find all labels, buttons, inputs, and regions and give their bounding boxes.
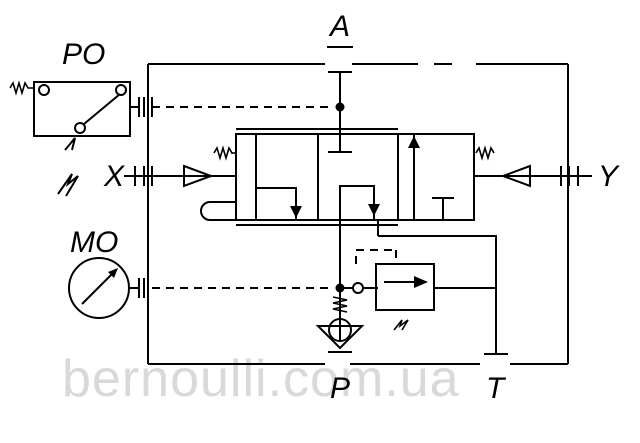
port-y: Y xyxy=(474,160,620,193)
mo-label: MO xyxy=(70,226,118,259)
port-a-label: A xyxy=(328,10,350,43)
port-x-label: X xyxy=(103,160,125,193)
watermark-text: bernoulli.com.ua xyxy=(62,350,460,408)
port-p: P xyxy=(315,220,497,405)
port-y-label: Y xyxy=(598,160,620,193)
pressure-relief-valve xyxy=(355,249,435,331)
port-x: X xyxy=(103,160,236,193)
po-label: PO xyxy=(62,38,105,71)
port-a: A xyxy=(327,10,353,153)
pressure-switch-po: PO xyxy=(9,38,334,197)
directional-valve-spool xyxy=(200,128,495,226)
port-t: T xyxy=(434,287,508,405)
port-t-label: T xyxy=(486,372,507,405)
component-boundary-frame xyxy=(147,63,569,365)
port-p-label: P xyxy=(330,372,350,405)
pressure-gauge-mo: MO xyxy=(68,226,334,319)
